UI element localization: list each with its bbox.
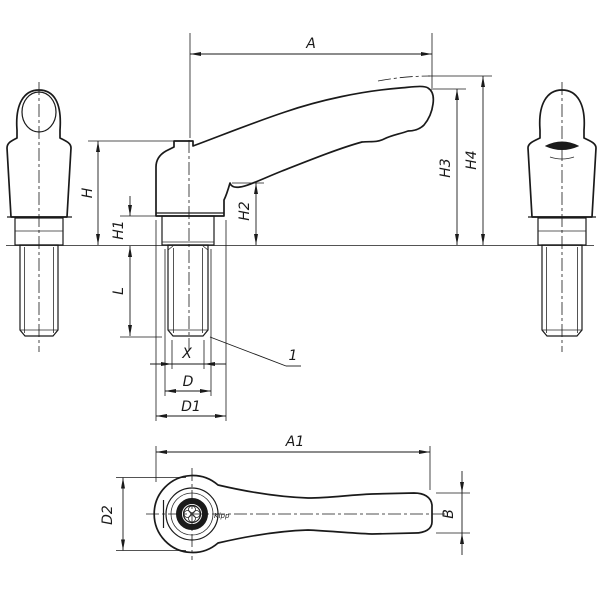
label-X: X — [181, 346, 192, 362]
main-view-thread-top-chamfer-left — [167, 245, 174, 251]
label-L: L — [111, 287, 127, 295]
label-D2: D2 — [100, 505, 116, 525]
main-view-lever-outline — [155, 85, 435, 217]
extension-lines — [88, 33, 492, 551]
plan-view-lever-outline — [153, 474, 433, 554]
main-view-thread-top-chamfer-right — [202, 245, 209, 251]
dimension-lines — [96, 52, 485, 555]
label-A: A — [305, 36, 316, 52]
label-callout-1: 1 — [289, 348, 298, 364]
label-H2: H2 — [237, 201, 253, 221]
max-position-dashdot-arc — [377, 75, 431, 82]
label-H1: H1 — [111, 220, 127, 239]
main-view — [155, 75, 435, 352]
label-H: H — [80, 187, 96, 198]
label-H4: H4 — [464, 150, 480, 169]
label-D: D — [183, 374, 194, 390]
dimension-labels: A H H1 L H2 H3 H4 X D D1 1 A1 D2 B — [80, 36, 480, 525]
label-A1: A1 — [285, 434, 304, 450]
left-view — [6, 82, 72, 352]
right-view-grip-slot — [544, 141, 580, 150]
plan-view: Kipp — [146, 468, 446, 560]
right-view — [527, 82, 597, 352]
main-view-thread-stud — [167, 244, 209, 337]
label-B: B — [441, 509, 457, 519]
label-D1: D1 — [181, 399, 201, 415]
main-view-collar — [161, 215, 215, 246]
label-H3: H3 — [438, 158, 454, 177]
callout-1-leader — [209, 336, 287, 367]
brand-stamp: Kipp — [214, 512, 230, 520]
